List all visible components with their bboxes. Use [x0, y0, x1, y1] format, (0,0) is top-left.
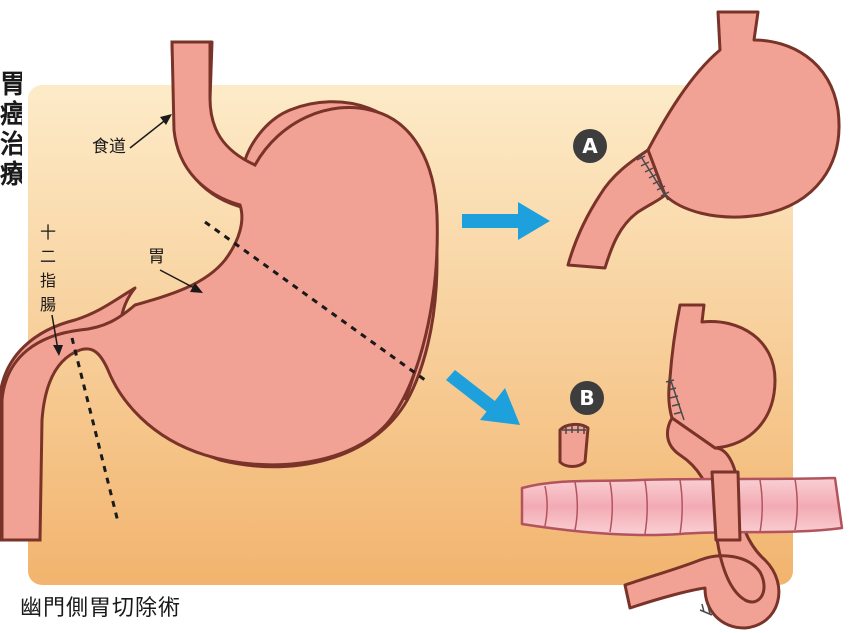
procedure-caption: 幽門側胃切除術 — [20, 590, 181, 622]
duodenum-label-char: 指 — [40, 271, 56, 290]
badge-b-label: B — [579, 386, 594, 410]
badge-a-label: A — [582, 134, 598, 158]
duodenum-label-char: 十 — [40, 223, 56, 242]
option-b-jejunum-front — [712, 472, 740, 540]
stomach-label: 胃 — [148, 247, 165, 267]
duodenum-label-char: 二 — [40, 247, 56, 266]
side-title: 胃癌治療 — [0, 70, 22, 190]
duodenum-label-char: 腸 — [40, 295, 56, 314]
esophagus-label: 食道 — [92, 137, 126, 157]
option-a-remnant-stomach — [648, 12, 839, 217]
